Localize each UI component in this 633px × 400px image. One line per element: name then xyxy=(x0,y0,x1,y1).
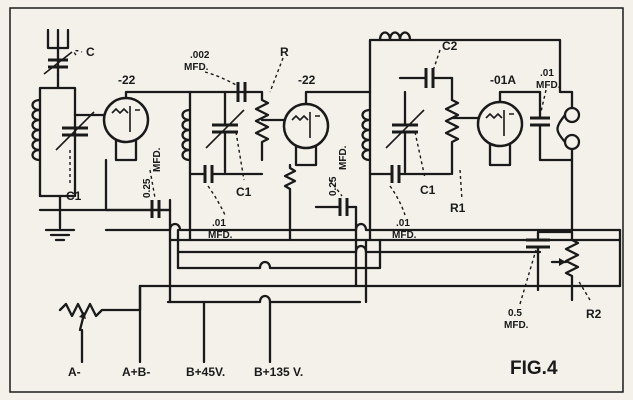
screen-capacitor-1 xyxy=(188,165,264,183)
tube-3 xyxy=(476,100,524,167)
screen-capacitor-2 xyxy=(368,165,452,183)
filament-rheostat xyxy=(58,284,142,332)
ground-symbol xyxy=(44,228,76,242)
label-screen-cap-1-unit: MFD. xyxy=(208,230,233,241)
first-tuning-capacitor xyxy=(55,111,95,151)
volume-resistor-R2 xyxy=(550,230,580,302)
output-capacitor xyxy=(530,90,562,162)
wire-tube3-plate xyxy=(498,90,542,104)
label-tube-3: -01A xyxy=(490,73,516,87)
label-output-cap-value: .01 xyxy=(540,68,554,79)
frame-border xyxy=(9,7,624,393)
grid-leak-R1 xyxy=(444,76,460,176)
label-volume-resistor: R2 xyxy=(586,307,602,321)
figure-label: FIG.4 xyxy=(510,358,558,379)
output-coil-top xyxy=(368,31,574,94)
coupling-capacitor-C2 xyxy=(398,68,454,88)
plate-resistor-R xyxy=(254,90,270,162)
grid-resistor-2 xyxy=(283,163,297,242)
label-screen-cap-2-value: .01 xyxy=(396,218,410,229)
label-volume-cap-unit: MFD. xyxy=(504,320,529,331)
label-bypass-2-value: 0.25 xyxy=(328,176,339,196)
wire-tube2-plate xyxy=(304,90,372,106)
label-bypass-2-unit: MFD. xyxy=(338,145,349,170)
bus-wiring xyxy=(38,198,622,304)
label-screen-cap-2-unit: MFD. xyxy=(392,230,417,241)
label-antenna-cap: C xyxy=(86,45,95,59)
terminal-a-minus: A- xyxy=(68,365,81,379)
label-grid-leak: R1 xyxy=(450,201,466,215)
label-tube-1: -22 xyxy=(118,73,136,87)
wire-tube1-plate xyxy=(124,90,192,100)
first-tuning-coil xyxy=(31,73,77,198)
tube-1 xyxy=(102,96,150,162)
label-output-cap-unit: MFD. xyxy=(536,80,561,91)
terminal-a-plus-b-minus: A+B- xyxy=(122,365,150,379)
label-bypass-1-value: 0.25 xyxy=(142,178,153,198)
terminal-b-45v: B+45V. xyxy=(186,365,225,379)
label-bypass-1-unit: MFD. xyxy=(152,147,163,172)
terminal-b-135v: B+135 V. xyxy=(254,365,303,379)
second-tuning-capacitor xyxy=(205,90,245,174)
tube-2 xyxy=(282,102,330,167)
coupling-capacitor-002 xyxy=(236,82,247,102)
label-volume-cap-value: 0.5 xyxy=(508,308,522,319)
label-coupling-cap-unit: MFD. xyxy=(184,62,209,73)
label-tuning-cap-2: C1 xyxy=(236,185,252,199)
headphones-symbol xyxy=(556,90,581,162)
label-coupling-c2: C2 xyxy=(442,39,458,53)
terminal-leads xyxy=(80,284,272,364)
third-tuning-capacitor xyxy=(385,90,425,174)
label-screen-cap-1-value: .01 xyxy=(212,218,226,229)
label-plate-resistor: R xyxy=(280,45,289,59)
label-tube-2: -22 xyxy=(298,73,316,87)
third-tuning-coil xyxy=(361,90,372,242)
label-coupling-cap-value: .002 xyxy=(190,50,210,61)
antenna-variable-capacitor xyxy=(43,51,73,75)
label-tuning-cap-3: C1 xyxy=(420,183,436,197)
leader-lines xyxy=(69,49,591,305)
label-tuning-cap-1: C1 xyxy=(66,189,82,203)
bypass-capacitor-2 xyxy=(314,198,358,216)
